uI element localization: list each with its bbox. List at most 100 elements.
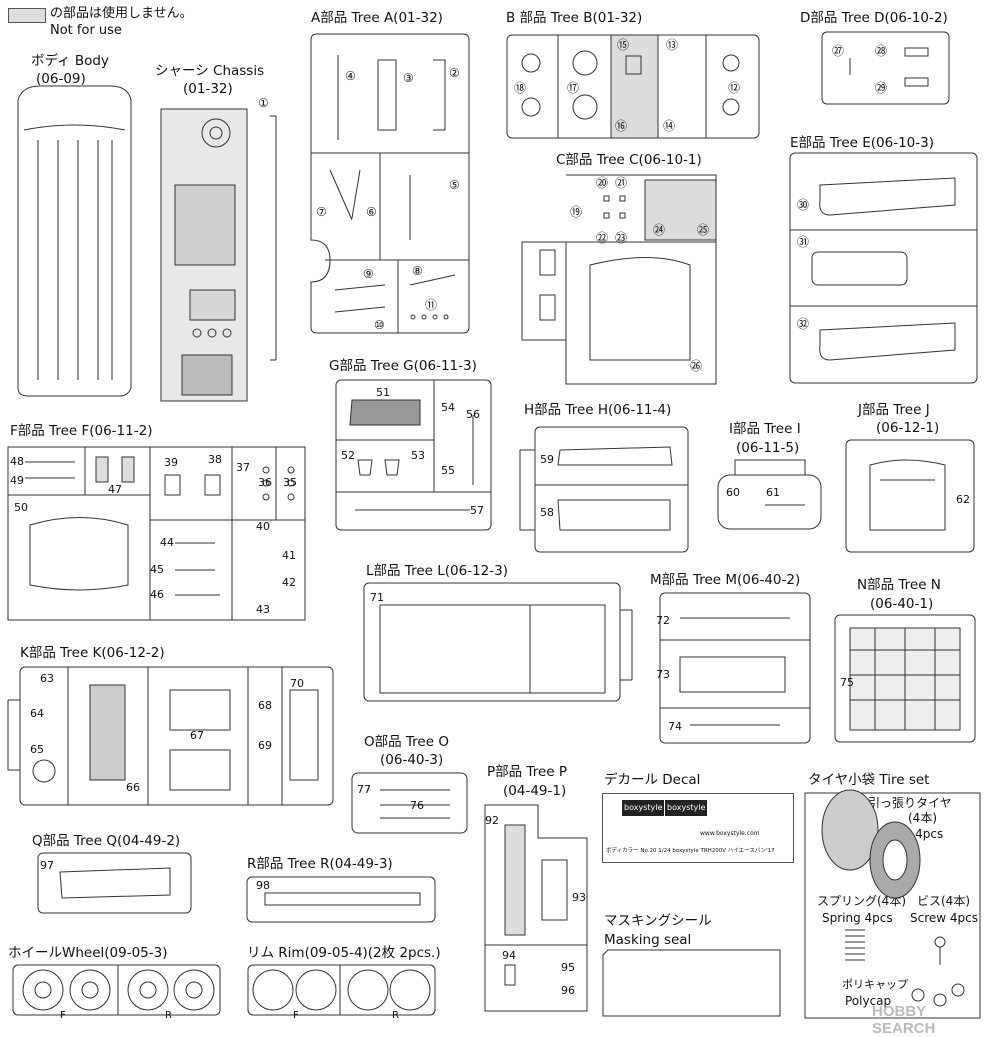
chassis-part (160, 108, 277, 402)
part-number: ⑰ (567, 81, 580, 95)
masking-title-jp: マスキングシール (604, 913, 712, 929)
tree-q-frame (37, 852, 192, 914)
part-number: ⑳ (596, 176, 609, 190)
wheel-title: ホイールWheel(09-05-3) (8, 945, 168, 961)
rim-front-mark: F (293, 1010, 299, 1021)
part-number: ⑥ (366, 205, 377, 219)
tree-p-frame (484, 804, 588, 1012)
part-number: 37 (236, 461, 250, 474)
part-number: 69 (258, 739, 272, 752)
tree-i-frame (717, 459, 822, 530)
tire-label-jp: 引っ張りタイヤ (868, 796, 952, 810)
part-number: ⑧ (412, 264, 423, 278)
part-number: 44 (160, 536, 174, 549)
decal-brand-2: boxystyle (665, 800, 708, 816)
tree-d-frame (821, 31, 950, 105)
tree-j-frame (845, 439, 975, 553)
part-number: 72 (656, 614, 670, 627)
legend-jp: の部品は使用しません。 (50, 6, 193, 21)
part-number: ⑤ (449, 178, 460, 192)
tree-j-code: (06-12-1) (876, 420, 940, 436)
tree-f-title: F部品 Tree F(06-11-2) (10, 423, 153, 439)
part-number: 71 (370, 591, 384, 604)
tree-g-frame (335, 379, 492, 531)
decal-url: www.boxystyle.com (700, 830, 760, 837)
part-number: ㉖ (690, 359, 703, 373)
tree-i-title: I部品 Tree I (729, 421, 801, 437)
part-number: 64 (30, 707, 44, 720)
part-number: 35 (283, 476, 297, 489)
part-number: 59 (540, 453, 554, 466)
part-number: 68 (258, 699, 272, 712)
part-number: 66 (126, 781, 140, 794)
part-number: ② (449, 66, 460, 80)
tree-r-title: R部品 Tree R(04-49-3) (247, 856, 393, 872)
tree-m-frame (659, 592, 811, 744)
part-number: ⑫ (728, 81, 741, 95)
tree-k-frame (7, 666, 334, 806)
part-number: 75 (840, 676, 854, 689)
polycap-label-en: Polycap (845, 994, 892, 1008)
tree-o-frame (351, 772, 468, 834)
part-number: 67 (190, 729, 204, 742)
tree-l-title: L部品 Tree L(06-12-3) (366, 563, 508, 579)
tree-c-frame (521, 174, 717, 385)
part-number: ⑨ (363, 267, 374, 281)
tree-h-frame (519, 426, 689, 553)
tree-e-title: E部品 Tree E(06-10-3) (790, 135, 934, 151)
part-number: ① (258, 96, 269, 110)
part-number: ㉘ (875, 44, 888, 58)
part-number: ⑯ (615, 119, 628, 133)
tree-n-frame (834, 614, 976, 743)
screw-label-en: Screw 4pcs (910, 911, 978, 925)
part-number: ㉜ (797, 317, 810, 331)
legend-en: Not for use (50, 23, 122, 38)
part-number: ㉙ (875, 81, 888, 95)
part-number: ⑬ (666, 38, 679, 52)
part-number: 65 (30, 743, 44, 756)
part-number: ㉚ (797, 198, 810, 212)
tree-n-title: N部品 Tree N (857, 577, 941, 593)
part-number: ⑮ (617, 38, 630, 52)
part-number: 55 (441, 464, 455, 477)
part-number: ③ (403, 71, 414, 85)
part-number: ㉗ (832, 44, 845, 58)
masking-seal (602, 949, 781, 1017)
part-number: 92 (485, 814, 499, 827)
wheel-rear-mark: R (165, 1010, 172, 1021)
part-number: 77 (357, 783, 371, 796)
body-title: ボディ Body (31, 53, 109, 69)
part-number: ④ (345, 69, 356, 83)
spring-label-jp: スプリング(4本) (817, 894, 906, 908)
part-number: 43 (256, 603, 270, 616)
tree-b-frame (506, 34, 760, 139)
part-number: 53 (411, 449, 425, 462)
rim-frame (247, 964, 436, 1016)
wheel-front-mark: F (60, 1010, 66, 1021)
legend-swatch (8, 8, 46, 23)
tree-p-title: P部品 Tree P (487, 764, 567, 780)
tree-h-title: H部品 Tree H(06-11-4) (524, 402, 672, 418)
part-number: ⑱ (514, 81, 527, 95)
part-number: 47 (108, 483, 122, 496)
part-number: 57 (470, 504, 484, 517)
tree-c-title: C部品 Tree C(06-10-1) (556, 152, 702, 168)
part-number: 74 (668, 720, 682, 733)
part-number: ⑪ (425, 298, 438, 312)
part-number: 94 (502, 949, 516, 962)
body-code: (06-09) (36, 71, 86, 87)
tree-k-title: K部品 Tree K(06-12-2) (20, 645, 165, 661)
tires-title: タイヤ小袋 Tire set (808, 772, 930, 788)
part-number: 96 (561, 984, 575, 997)
tree-b-title: B 部品 Tree B(01-32) (506, 10, 643, 26)
part-number: 56 (466, 408, 480, 421)
screw-label-jp: ビス(4本) (917, 894, 970, 908)
tree-a-frame (310, 33, 470, 334)
body-part (17, 85, 132, 397)
masking-title-en: Masking seal (604, 932, 692, 948)
part-number: 95 (561, 961, 575, 974)
tree-m-title: M部品 Tree M(06-40-2) (650, 572, 801, 588)
part-number: ㉕ (697, 223, 710, 237)
decal-line: ボディカラー No.20 1/24 boxystyle TRH200V ハイエー… (606, 848, 775, 854)
